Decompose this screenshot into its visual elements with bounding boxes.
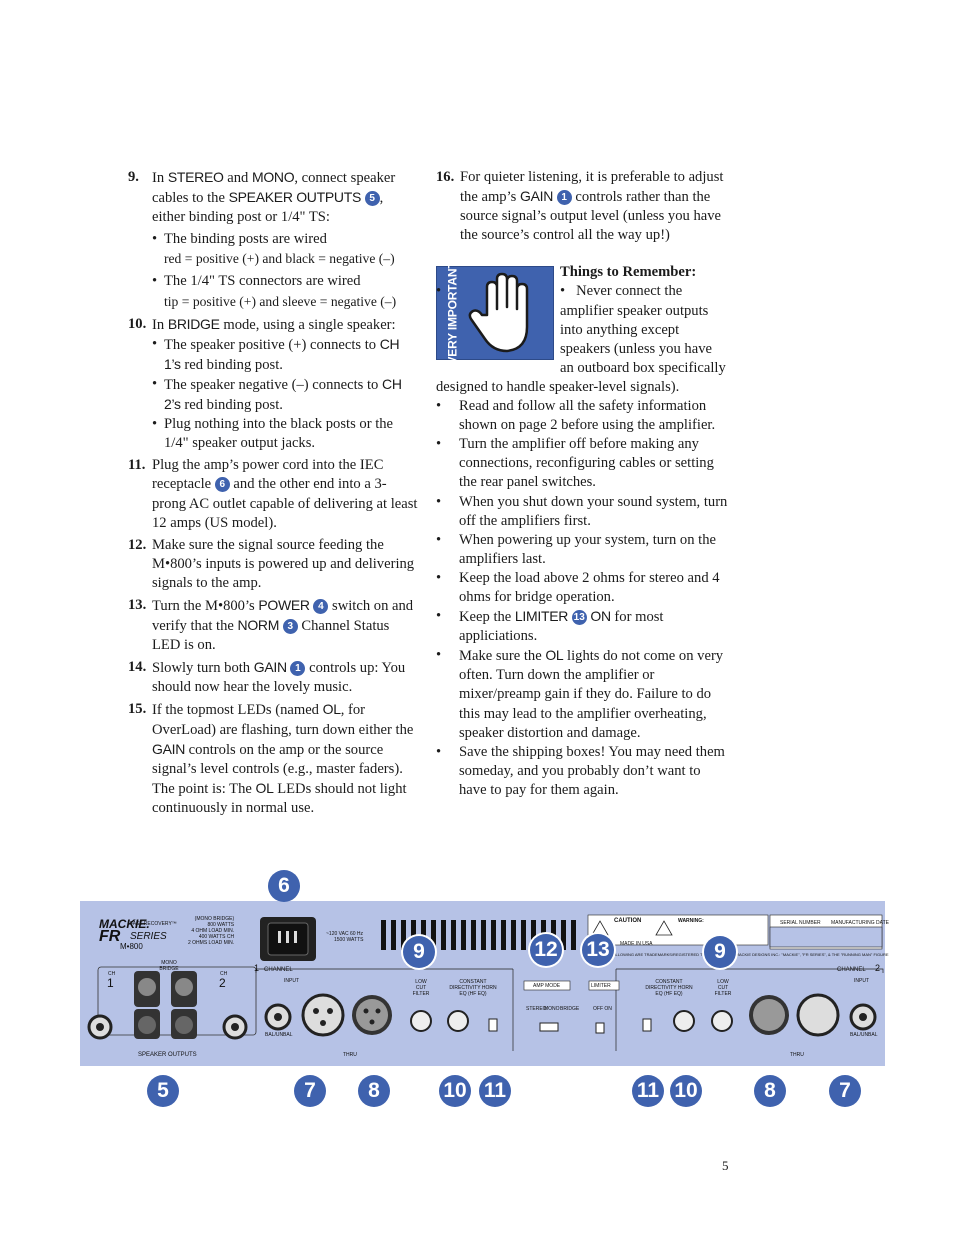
bullet: Save the shipping boxes! You may need th… — [436, 743, 728, 800]
step-12: 12.Make sure the signal source feeding t… — [128, 536, 415, 591]
bullet: Read and follow all the safety informati… — [436, 397, 728, 435]
bullet: Keep the LIMITER 13 ON for most applicia… — [436, 607, 728, 646]
callout-badge: 1 — [290, 661, 306, 677]
bullet: Plug nothing into the black posts or the… — [152, 415, 418, 453]
callout-11: 11 — [479, 1075, 511, 1107]
callout-badge: 13 — [571, 610, 587, 626]
step-16: 16. For quieter listening, it is prefera… — [436, 169, 724, 244]
left-column: 9. In STEREO and MONO, connect speaker c… — [128, 168, 418, 821]
bullet: Turn the amplifier off before making any… — [436, 435, 728, 492]
page-number: 5 — [722, 1158, 729, 1173]
callout-5: 5 — [147, 1075, 179, 1107]
callout-11: 11 — [632, 1075, 664, 1107]
callout-badge: 6 — [214, 477, 230, 493]
callout-badge: 3 — [282, 619, 298, 635]
step-9: 9. In STEREO and MONO, connect speaker c… — [128, 168, 418, 312]
callout-8: 8 — [358, 1075, 390, 1107]
callout-12: 12 — [530, 934, 562, 966]
step-13: 13. Turn the M•800’s POWER 4 switch on a… — [128, 596, 414, 654]
callout-badge: 5 — [364, 191, 380, 207]
bullet: The speaker negative (–) connects to CH … — [152, 375, 418, 415]
rear-panel: MACKIE. FR FAST RECOVERY™ SERIES M•800 (… — [80, 901, 889, 1066]
step-14: 14. Slowly turn both GAIN 1 controls up:… — [128, 659, 406, 696]
step-10: 10. In BRIDGE mode, using a single speak… — [128, 315, 418, 454]
callout-7: 7 — [294, 1075, 326, 1107]
callout-10: 10 — [670, 1075, 702, 1107]
callout-8: 8 — [754, 1075, 786, 1107]
callout-badge: 4 — [313, 598, 329, 614]
bullet: When you shut down your sound system, tu… — [436, 493, 728, 531]
callout-badge: 1 — [556, 190, 572, 206]
bullet: When powering up your system, turn on th… — [436, 531, 728, 569]
right-column: 16. For quieter listening, it is prefera… — [436, 168, 728, 800]
things-to-remember-title: Things to Remember: — [560, 264, 697, 281]
callout-6: 6 — [268, 870, 300, 902]
callout-7: 7 — [829, 1075, 861, 1107]
callout-9: 9 — [704, 936, 736, 968]
bullet: The speaker positive (+) connects to CH … — [152, 335, 418, 375]
callout-13: 13 — [582, 934, 614, 966]
fr-logo: FR — [99, 928, 121, 945]
callout-10: 10 — [439, 1075, 471, 1107]
mackie-logo: MACKIE. — [99, 917, 150, 931]
step-15: 15. If the topmost LEDs (named OL, for O… — [128, 701, 414, 816]
step-11: 11. Plug the amp’s power cord into the I… — [128, 457, 418, 531]
bullet: • Never connect the amplifier speaker ou… — [436, 282, 728, 397]
callout-9: 9 — [403, 936, 435, 968]
bullet: Make sure the OL lights do not come on v… — [436, 646, 728, 742]
rear-panel-drawing — [87, 914, 884, 1051]
bullet: Keep the load above 2 ohms for stereo an… — [436, 569, 728, 607]
